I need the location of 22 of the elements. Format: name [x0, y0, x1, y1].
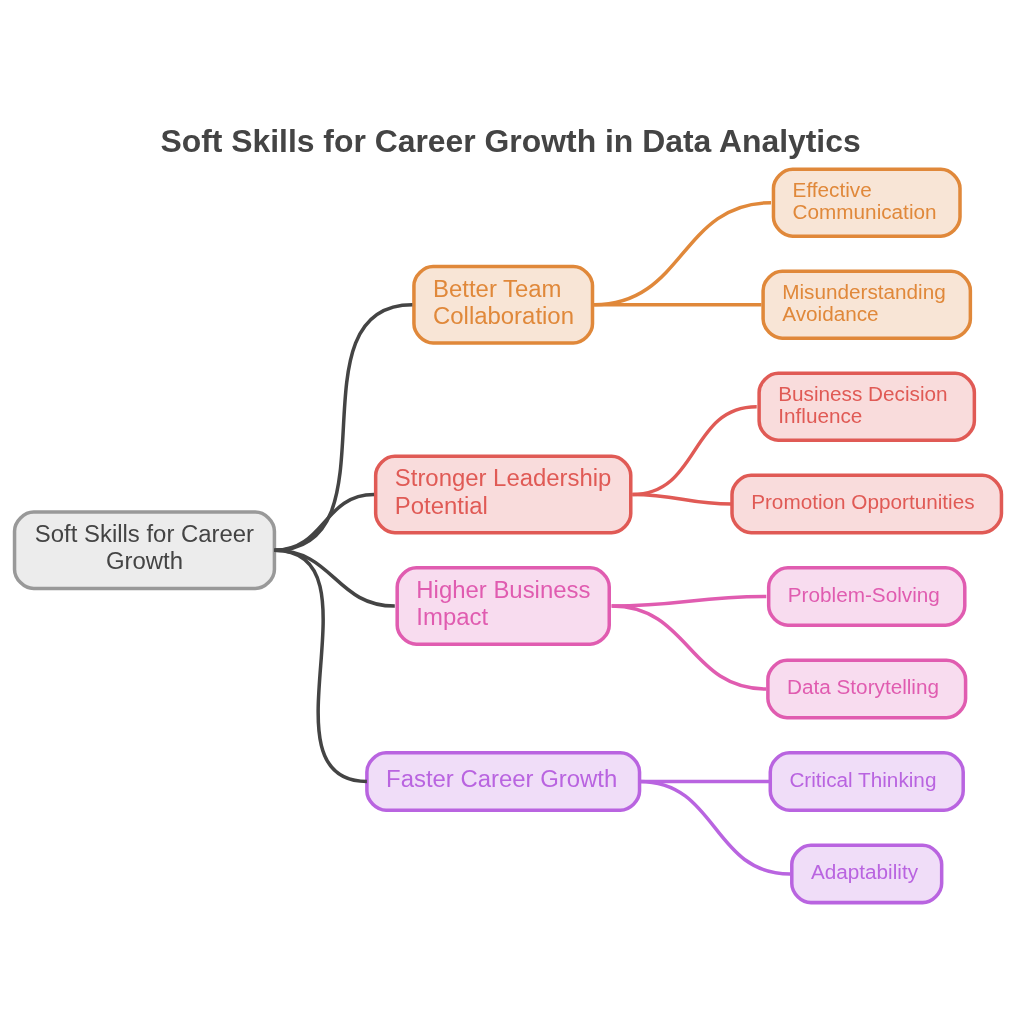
connector — [632, 492, 733, 506]
node-box: Soft Skills for Career Growth — [12, 510, 277, 591]
connector — [274, 303, 413, 552]
node-box: Better Team Collaboration — [412, 264, 595, 345]
node-box: Promotion Opportunities — [730, 473, 1004, 535]
connector — [611, 604, 767, 691]
connector — [594, 302, 762, 307]
node-box: Higher Business Impact — [395, 566, 611, 647]
diagram-title: Soft Skills for Career Growth in Data Analytics — [160, 122, 861, 159]
node-box: Adaptability — [790, 843, 944, 905]
node-box: Stronger Leadership Potential — [373, 454, 633, 535]
node-box: Business Decision Influence — [757, 371, 977, 442]
node-box: Problem-Solving — [766, 566, 967, 627]
node-box: Effective Communication — [771, 167, 962, 238]
connector — [274, 492, 375, 552]
connector — [639, 779, 791, 876]
node-box: Data Storytelling — [766, 658, 968, 720]
connector — [274, 548, 368, 784]
node-box: Faster Career Growth — [365, 751, 642, 812]
connector — [593, 200, 772, 307]
node-box: Misunderstanding Avoidance — [761, 269, 973, 340]
node-box: Critical Thinking — [768, 751, 965, 812]
